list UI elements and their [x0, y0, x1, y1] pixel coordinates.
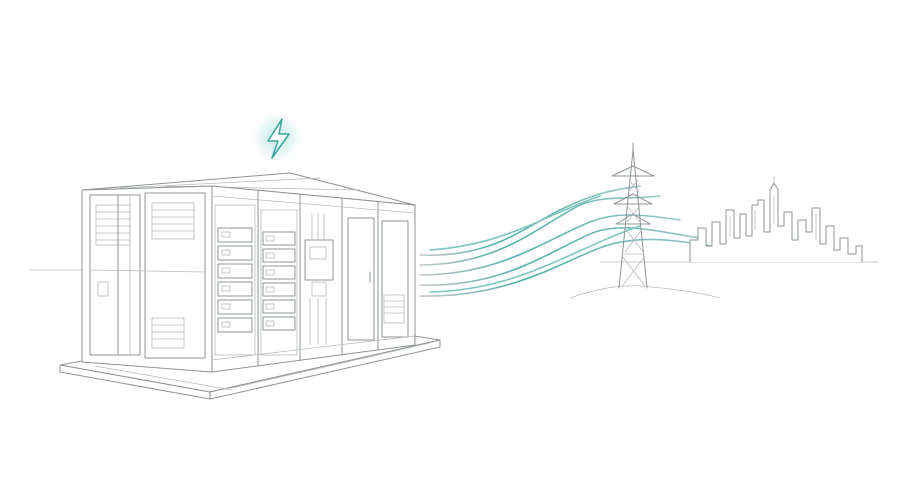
- energy-flow-lines: [419, 185, 713, 297]
- lightning-bolt-icon: [249, 109, 305, 165]
- battery-container: [81, 172, 416, 373]
- battery-rack-2: [260, 209, 298, 356]
- city-skyline: [689, 176, 863, 263]
- access-door: [347, 217, 409, 341]
- battery-rack-1: [214, 204, 256, 356]
- transmission-tower: [611, 142, 655, 289]
- control-cabinet: [304, 213, 334, 345]
